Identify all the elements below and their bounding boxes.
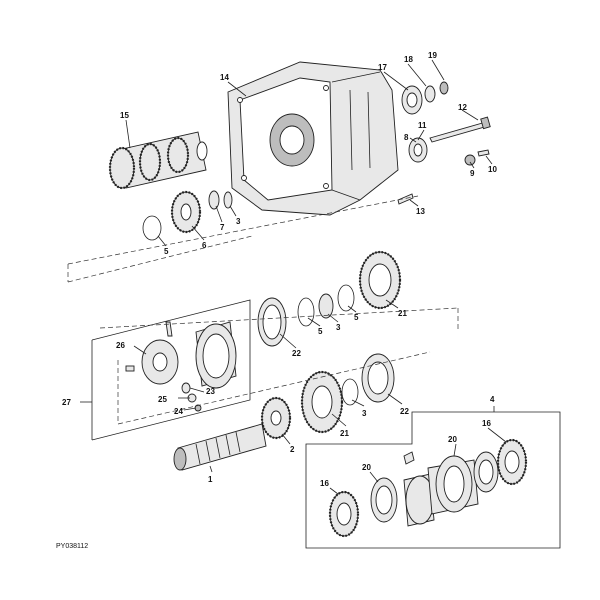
hub-26: [141, 339, 179, 385]
detent-key: [403, 451, 415, 465]
synchro-ring-22-upper: [257, 297, 287, 347]
washer-3-top: [223, 191, 233, 209]
washer-18: [424, 85, 436, 103]
callout-19: 19: [428, 51, 437, 60]
gear-21-lower: [300, 370, 344, 434]
pin-top: [165, 321, 173, 337]
washer-3-mid: [318, 293, 334, 319]
callout-3-mid: 3: [336, 323, 341, 332]
cluster-gear: [108, 131, 208, 190]
bolt-12: [429, 116, 491, 143]
nut-19: [439, 81, 449, 95]
callout-17: 17: [378, 63, 387, 72]
nut-9: [464, 154, 476, 166]
main-shaft-1: [173, 423, 267, 471]
snap-ring-left: [142, 215, 162, 241]
callout-6: 6: [202, 241, 207, 250]
bearing-cap-11: [408, 137, 428, 163]
synchro-hub: [403, 473, 435, 527]
assembly-4-box: [305, 411, 561, 549]
callout-4: 4: [490, 395, 495, 404]
callout-2: 2: [290, 445, 295, 454]
assembly-center-lines: [67, 195, 459, 425]
washer-3-lower: [341, 378, 359, 406]
snap-ring-5-mid: [297, 297, 315, 327]
callout-18: 18: [404, 55, 413, 64]
figure-id: PY038112: [56, 543, 88, 550]
transmission-housing: [227, 61, 399, 216]
callout-3-lower: 3: [362, 409, 367, 418]
callout-24: 24: [174, 407, 183, 416]
synchro-ring-20-right: [473, 451, 499, 493]
callout-22-lower: 22: [400, 407, 409, 416]
callout-1: 1: [208, 475, 213, 484]
helical-gear: [170, 190, 202, 234]
gear-16-right: [496, 438, 528, 486]
bolt-13: [397, 193, 414, 205]
callout-labels: 15 14 17 18 19 12 8 11 9 10 13 5 6 7 3 5…: [56, 51, 497, 550]
pin-left: [125, 365, 135, 372]
callout-27: 27: [62, 398, 71, 407]
callout-8: 8: [404, 133, 409, 142]
spacer-7: [208, 190, 220, 210]
callout-3-top: 3: [236, 217, 241, 226]
callout-7: 7: [220, 223, 225, 232]
callout-12: 12: [458, 103, 467, 112]
callout-5-left: 5: [164, 247, 169, 256]
bolt-10: [477, 149, 490, 157]
callout-21-lower: 21: [340, 429, 349, 438]
callout-20-right: 20: [448, 435, 457, 444]
callout-9: 9: [470, 169, 475, 178]
gear-21-upper: [358, 250, 402, 310]
gear-16-left: [328, 490, 360, 538]
callout-11: 11: [418, 121, 427, 130]
leader-lines: [80, 59, 507, 495]
callout-5-right: 5: [354, 313, 359, 322]
callout-16-right: 16: [482, 419, 491, 428]
callout-21-upper: 21: [398, 309, 407, 318]
synchro-ring-20-left: [370, 477, 398, 523]
callout-22-upper: 22: [292, 349, 301, 358]
gear-2: [260, 396, 292, 440]
assembly-27-box: [91, 299, 251, 441]
callout-20-left: 20: [362, 463, 371, 472]
callout-25: 25: [158, 395, 167, 404]
callout-23: 23: [206, 387, 215, 396]
spring-23: [181, 382, 191, 394]
callout-16-left: 16: [320, 479, 329, 488]
sleeve-ring: [195, 321, 237, 389]
callout-13: 13: [416, 207, 425, 216]
callout-26: 26: [116, 341, 125, 350]
bearing-17: [401, 85, 423, 115]
callout-10: 10: [488, 165, 497, 174]
callout-5-mid: 5: [318, 327, 323, 336]
snap-ring-5-right: [337, 284, 355, 312]
shift-sleeve: [427, 455, 479, 515]
callout-15: 15: [120, 111, 129, 120]
callout-14: 14: [220, 73, 229, 82]
